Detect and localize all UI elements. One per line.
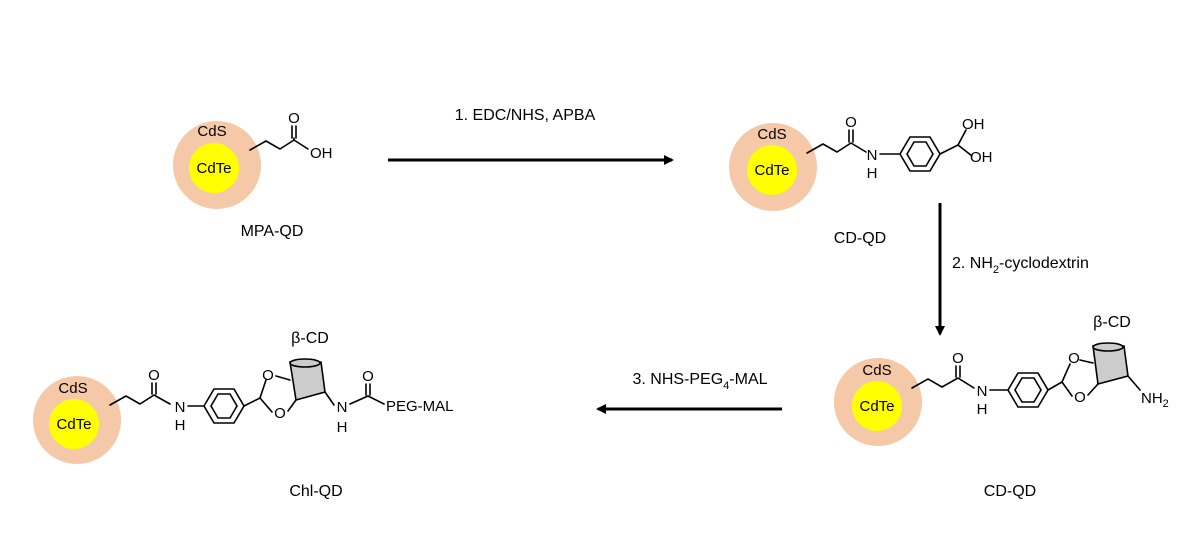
- acetal-o-bond-2: [1061, 381, 1073, 397]
- shell-label: CdS: [58, 380, 87, 397]
- carbamate-h: H: [337, 419, 348, 436]
- carbonyl-o: O: [845, 114, 857, 131]
- acetal-o-bond-1: [259, 379, 267, 399]
- qd-core: [747, 145, 797, 195]
- shell-label: CdS: [757, 126, 786, 143]
- carbonyl-o: O: [148, 367, 160, 384]
- hydroxyl: OH: [310, 145, 333, 162]
- compound-label-chl: Chl-QD: [289, 483, 342, 500]
- step-3: 3. NHS-PEG4-MAL: [596, 371, 782, 414]
- dioxolane-o-2: O: [1074, 389, 1086, 406]
- carbonyl-peg-bond: [367, 395, 385, 405]
- o-cd-bond-2: [1087, 383, 1099, 396]
- carbonyl-o: O: [288, 110, 300, 127]
- core-label: CdTe: [859, 398, 894, 415]
- amide-n: N: [977, 383, 988, 400]
- linker-chain: [109, 394, 171, 406]
- o-cd-bond-1: [1079, 359, 1094, 364]
- benzene-inner: [210, 393, 238, 419]
- mpa-qd: CdS CdTe O OH MPA-QD: [173, 110, 333, 240]
- step-1-label: 1. EDC/NHS, APBA: [455, 107, 596, 124]
- o-cd-bond-2: [287, 399, 297, 412]
- amide-h: H: [175, 417, 186, 434]
- beta-cd-label: β-CD: [1093, 314, 1131, 331]
- peg-mal: PEG-MAL: [386, 398, 454, 415]
- cyclodextrin-rim: [1092, 342, 1124, 352]
- linker-chain: [806, 142, 867, 154]
- dioxolane-o-1: O: [1068, 350, 1080, 367]
- carbamate-n: N: [337, 399, 348, 416]
- shell-label: CdS: [862, 362, 891, 379]
- b-oh-bond-2: [957, 144, 973, 157]
- cd-amine-bond: [1127, 375, 1141, 391]
- shell-label: CdS: [197, 123, 226, 140]
- amine: NH2: [1141, 390, 1169, 410]
- qd-core: [189, 143, 239, 193]
- boronic-oh-1: OH: [962, 116, 985, 133]
- core-label: CdTe: [56, 416, 91, 433]
- dioxolane-o-1: O: [262, 367, 274, 384]
- n-carbonyl-bond: [349, 395, 369, 405]
- step-2-label: 2. NH2-cyclodextrin: [952, 255, 1089, 276]
- compound-label-mpa: MPA-QD: [241, 223, 304, 240]
- amide-h: H: [977, 401, 988, 418]
- acetal-o-bond-2: [259, 397, 273, 413]
- cyclodextrin-rim: [289, 358, 321, 368]
- benzene-inner: [906, 141, 934, 167]
- amide-h: H: [867, 165, 878, 182]
- aryl-b-bond: [939, 144, 959, 155]
- step-3-label: 3. NHS-PEG4-MAL: [632, 371, 767, 392]
- core-label: CdTe: [754, 162, 789, 179]
- qd-core: [852, 381, 902, 431]
- beta-cd-label: β-CD: [291, 330, 329, 347]
- cd-n-bond: [324, 391, 335, 406]
- cd-qd-1: CdS CdTe O N H OH OH CD-QD: [729, 114, 993, 247]
- dioxolane-o-2: O: [274, 405, 286, 422]
- chl-qd: CdS CdTe O N H O O N H O PEG-MAL β-CD Ch…: [33, 330, 454, 500]
- acetal-o-bond-1: [1061, 363, 1071, 383]
- cd-qd-2: CdS CdTe O N H O O NH2 β-CD CD-QD: [834, 314, 1169, 500]
- boronic-oh-2: OH: [970, 149, 993, 166]
- benzene-inner: [1014, 377, 1042, 403]
- step-1: 1. EDC/NHS, APBA: [388, 107, 674, 165]
- amide-n: N: [867, 147, 878, 164]
- step-2: 2. NH2-cyclodextrin: [935, 203, 1089, 336]
- carbamate-o: O: [362, 368, 374, 385]
- acid-bond: [293, 139, 309, 150]
- amide-n: N: [175, 399, 186, 416]
- carbonyl-o: O: [952, 350, 964, 367]
- qd-core: [49, 399, 99, 449]
- o-cd-bond-1: [275, 375, 291, 381]
- core-label: CdTe: [196, 160, 231, 177]
- aryl-acetal-bond: [243, 397, 261, 407]
- compound-label-cd1: CD-QD: [834, 230, 886, 247]
- aryl-acetal-bond: [1047, 381, 1063, 391]
- linker-chain: [911, 377, 975, 389]
- compound-label-cd2: CD-QD: [984, 483, 1036, 500]
- b-oh-bond-1: [957, 129, 967, 146]
